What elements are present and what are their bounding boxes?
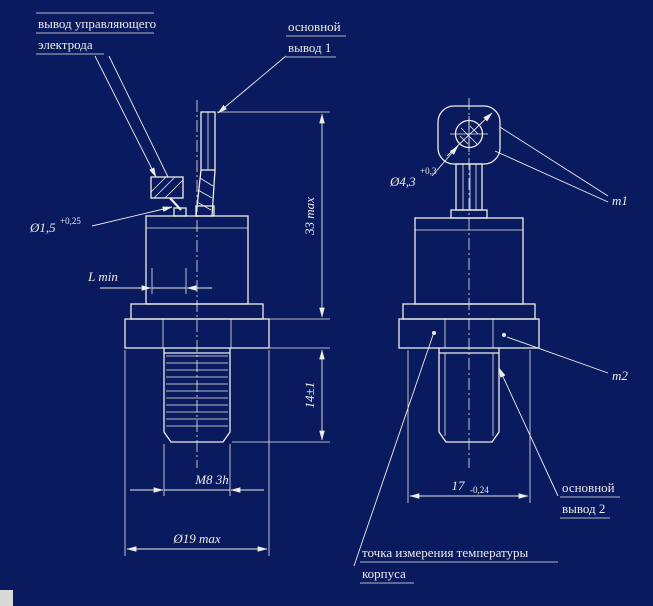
dim-14-label: 14±1 [302, 382, 317, 409]
main-lead1-callout: основной вывод 1 [217, 19, 346, 114]
thread-label: М8 3h [194, 472, 229, 487]
dia-lead-tolerance: +0,25 [60, 216, 81, 226]
temp-point-label-line1: точка измерения температуры [362, 545, 529, 560]
ring-terminal [437, 105, 501, 165]
l-min-label: L min [87, 269, 118, 284]
corner-artifact [0, 590, 13, 606]
control-electrode-label-line2: электрода [38, 37, 93, 52]
hex-flange-left [124, 318, 270, 349]
temp-point-callout: точка измерения температуры корпуса [353, 334, 558, 584]
m2-label: m2 [612, 368, 628, 383]
control-electrode-callout: вывод управляющего электрода [36, 12, 169, 178]
main-lead2-callout: основной вывод 2 [498, 367, 620, 519]
right-view [398, 98, 540, 468]
right-dimensions: Ø4,3 +0,3 m1 m2 17 -0,24 [389, 126, 628, 503]
threaded-stud-left [163, 348, 231, 443]
main-lead1-label-line1: основной [288, 19, 341, 34]
hex-flange-right [398, 318, 540, 349]
left-view [124, 100, 270, 468]
threaded-stud-right [438, 348, 500, 443]
control-electrode [150, 176, 187, 217]
temp-measure-dot [432, 331, 436, 335]
control-electrode-label-line1: вывод управляющего [38, 16, 156, 31]
dia-lead-label: Ø1,5 [29, 220, 56, 235]
dia-hole-tolerance: +0,3 [420, 166, 437, 176]
dia-hole-label: Ø4,3 [389, 174, 416, 189]
main-lead1-label-line2: вывод 1 [288, 40, 331, 55]
dia-19-label: Ø19 max [172, 531, 221, 546]
braid-lead [195, 169, 216, 217]
main-lead2-label-line1: основной [562, 480, 615, 495]
terminal-arrow [446, 112, 493, 157]
left-dimensions: 33 max 14±1 М8 3h Ø19 max L min Ø1,5 +0,… [29, 111, 330, 556]
flag-terminal [200, 111, 216, 171]
dim-17-label: 17 [452, 478, 466, 493]
m1-label: m1 [612, 193, 628, 208]
dim-17-tolerance: -0,24 [470, 485, 489, 495]
main-lead2-label-line2: вывод 2 [562, 501, 605, 516]
dim-33max-label: 33 max [302, 197, 317, 236]
temp-point-label-line2: корпуса [362, 566, 406, 581]
braid-neck [450, 163, 488, 219]
m2-dot [502, 333, 506, 337]
